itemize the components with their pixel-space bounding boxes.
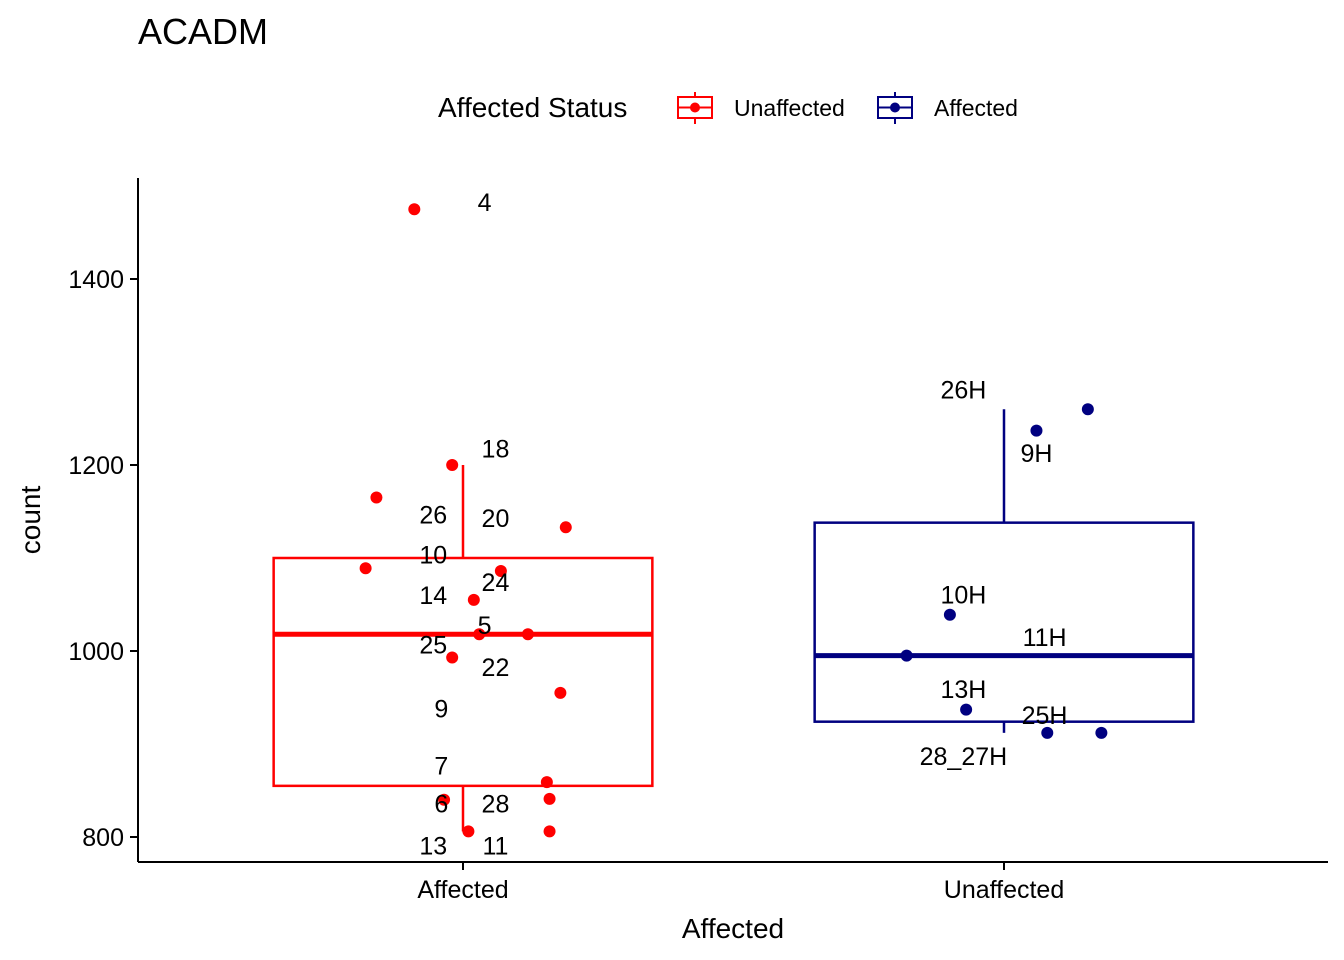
legend-key-point xyxy=(690,102,700,113)
data-point xyxy=(543,825,556,838)
data-point xyxy=(1030,424,1043,437)
data-point xyxy=(521,628,534,641)
boxes-layer xyxy=(272,409,1195,832)
x-tick-label: Affected xyxy=(417,876,508,904)
point-label: 9 xyxy=(434,696,448,724)
legend-label: Affected xyxy=(934,95,1018,121)
legend-label: Unaffected xyxy=(734,95,845,121)
y-tick-label: 1200 xyxy=(68,452,124,480)
point-label: 6 xyxy=(434,791,448,819)
point-label: 7 xyxy=(434,752,448,780)
points-layer xyxy=(359,203,1108,838)
data-point xyxy=(960,703,973,716)
point-label: 10H xyxy=(940,581,986,609)
data-point xyxy=(543,792,556,805)
point-label: 26H xyxy=(940,377,986,405)
data-point xyxy=(943,608,956,621)
legend-key-icon xyxy=(677,92,713,124)
data-point xyxy=(1041,726,1054,739)
box-affected xyxy=(272,465,654,832)
legend-entry-unaffected: Unaffected xyxy=(677,92,845,124)
data-point xyxy=(467,593,480,606)
point-label: 24 xyxy=(482,569,510,597)
point-label: 25H xyxy=(1022,702,1068,730)
data-point xyxy=(900,649,913,662)
point-label: 18 xyxy=(482,435,510,463)
data-point xyxy=(462,825,475,838)
point-label: 26 xyxy=(419,501,447,529)
data-point xyxy=(359,562,372,575)
data-point xyxy=(408,203,421,216)
y-axis-title: count xyxy=(15,486,46,555)
box-unaffected xyxy=(813,409,1195,733)
data-point xyxy=(559,521,572,534)
point-label: 13 xyxy=(419,832,447,860)
point-label: 20 xyxy=(482,505,510,533)
y-tick-label: 1000 xyxy=(68,638,124,666)
legend-key-point xyxy=(890,102,900,113)
point-label: 28 xyxy=(482,791,510,819)
chart-title: ACADM xyxy=(138,11,268,52)
legend-entry-affected: Affected xyxy=(877,92,1018,124)
data-point xyxy=(494,565,507,578)
point-label: 11 xyxy=(482,832,508,860)
box-iqr xyxy=(813,521,1195,723)
data-point xyxy=(370,491,383,504)
point-label: 10 xyxy=(419,541,447,569)
point-label: 13H xyxy=(940,676,986,704)
x-axis-ticks: Affected Unaffected xyxy=(417,862,1064,904)
point-label: 9H xyxy=(1020,440,1052,468)
y-axis-ticks: 800 1000 1200 1400 xyxy=(68,266,138,852)
point-label: 5 xyxy=(478,612,492,640)
point-label: 22 xyxy=(482,654,510,682)
point-label: 14 xyxy=(419,582,447,610)
x-tick-label: Unaffected xyxy=(944,876,1064,904)
y-tick-label: 800 xyxy=(82,824,124,852)
data-point xyxy=(446,651,459,664)
box-iqr xyxy=(272,556,654,788)
legend-title: Affected Status xyxy=(438,92,627,123)
point-label: 28_27H xyxy=(920,743,1008,771)
x-axis-title: Affected xyxy=(682,913,784,944)
point-label: 11H xyxy=(1023,624,1067,652)
data-point xyxy=(540,776,553,789)
data-point xyxy=(473,628,486,641)
data-point xyxy=(554,686,567,699)
plot-area: 4 18 26 20 10 24 14 5 25 22 9 7 6 28 13 11 26H 9H 10H 11H 13… xyxy=(272,189,1195,861)
data-point xyxy=(446,459,459,471)
data-point xyxy=(438,793,451,806)
y-tick-label: 1400 xyxy=(68,266,124,294)
point-label: 4 xyxy=(478,189,492,217)
data-point xyxy=(1095,726,1108,739)
legend: Affected Status Unaffected Affected xyxy=(438,92,1018,124)
legend-key-icon xyxy=(877,92,913,124)
data-point xyxy=(1081,403,1094,416)
point-label: 25 xyxy=(419,631,447,659)
point-labels-layer: 4 18 26 20 10 24 14 5 25 22 9 7 6 28 13 11 26H 9H 10H 11H 13… xyxy=(419,189,1067,861)
